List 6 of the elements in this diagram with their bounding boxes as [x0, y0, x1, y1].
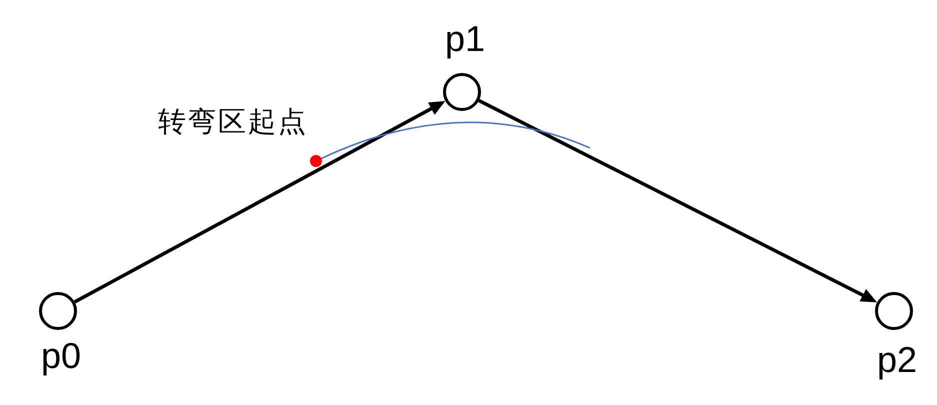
- turn-start-label: 转弯区起点: [157, 108, 308, 136]
- point-label: p1: [444, 21, 486, 57]
- curve-line: [321, 122, 590, 160]
- arrow: [74, 101, 446, 304]
- point-label: p0: [40, 338, 82, 374]
- point-label: p2: [876, 342, 918, 378]
